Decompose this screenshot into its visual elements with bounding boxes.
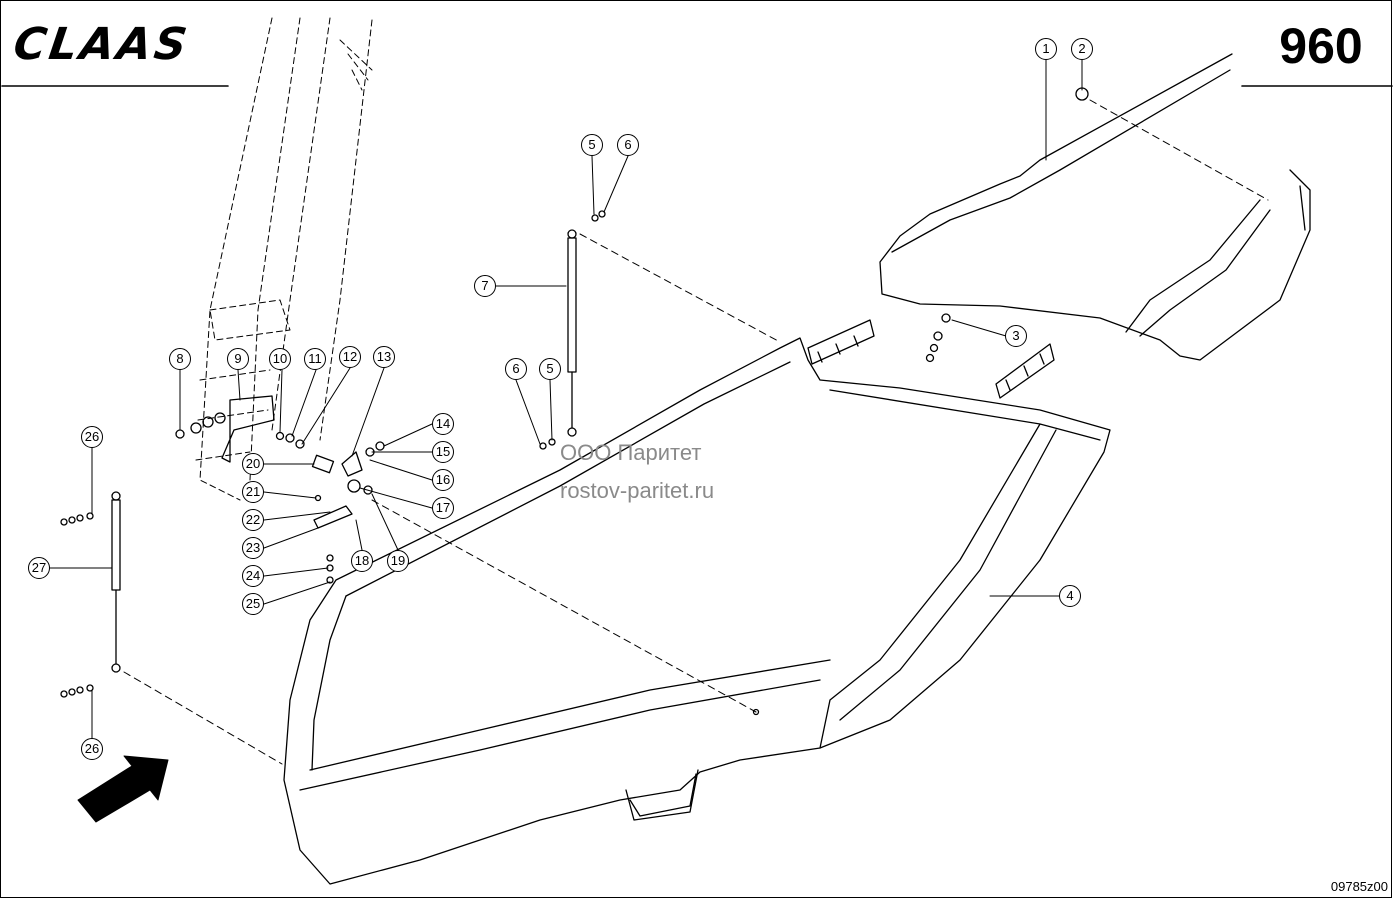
- drawing-code: 09785z00: [1330, 879, 1388, 894]
- callout-part-24[interactable]: 24: [242, 565, 264, 587]
- callout-part-20[interactable]: 20: [242, 453, 264, 475]
- callout-part-18[interactable]: 18: [351, 550, 373, 572]
- arrow-up-right-icon: [77, 755, 169, 823]
- leader-lines: [49, 59, 1083, 739]
- callout-part-8[interactable]: 8: [169, 348, 191, 370]
- callout-part-9[interactable]: 9: [227, 348, 249, 370]
- mounting-rails: [807, 319, 1055, 399]
- part-27-gas-strut: [111, 491, 121, 673]
- callout-part-15[interactable]: 15: [432, 441, 454, 463]
- part-1-upper-cover: [879, 53, 1311, 361]
- callout-part-16[interactable]: 16: [432, 469, 454, 491]
- callout-part-14[interactable]: 14: [432, 413, 454, 435]
- callout-part-1[interactable]: 1: [1035, 38, 1057, 60]
- page-number: 960: [1279, 18, 1363, 74]
- callout-part-23[interactable]: 23: [242, 537, 264, 559]
- callout-part-6-upper[interactable]: 6: [617, 134, 639, 156]
- callout-part-27[interactable]: 27: [28, 557, 50, 579]
- callout-part-19[interactable]: 19: [387, 550, 409, 572]
- callout-part-17[interactable]: 17: [432, 497, 454, 519]
- callout-part-10[interactable]: 10: [269, 348, 291, 370]
- callout-part-22[interactable]: 22: [242, 509, 264, 531]
- callout-part-26-upper[interactable]: 26: [81, 426, 103, 448]
- callout-part-5-lower[interactable]: 5: [539, 358, 561, 380]
- callout-part-3[interactable]: 3: [1005, 325, 1027, 347]
- callout-part-11[interactable]: 11: [304, 348, 326, 370]
- callout-part-21[interactable]: 21: [242, 481, 264, 503]
- part-7-gas-strut: [567, 229, 577, 437]
- hardware-parts: [60, 87, 1089, 716]
- callout-part-13[interactable]: 13: [373, 346, 395, 368]
- callout-part-2[interactable]: 2: [1071, 38, 1093, 60]
- watermark-url: rostov-paritet.ru: [560, 478, 715, 503]
- callout-part-25[interactable]: 25: [242, 593, 264, 615]
- assembly-lines: [123, 99, 1269, 765]
- claas-logo: CLAAS: [10, 19, 193, 70]
- callout-part-7[interactable]: 7: [474, 275, 496, 297]
- watermark-company: ООО Паритет: [560, 440, 702, 465]
- callout-part-6-lower[interactable]: 6: [505, 358, 527, 380]
- frame-structure: [195, 17, 373, 501]
- callout-part-26-lower[interactable]: 26: [81, 738, 103, 760]
- callout-part-12[interactable]: 12: [339, 346, 361, 368]
- callout-part-5-upper[interactable]: 5: [581, 134, 603, 156]
- callout-part-4[interactable]: 4: [1059, 585, 1081, 607]
- part-4-main-cover: [283, 337, 1111, 885]
